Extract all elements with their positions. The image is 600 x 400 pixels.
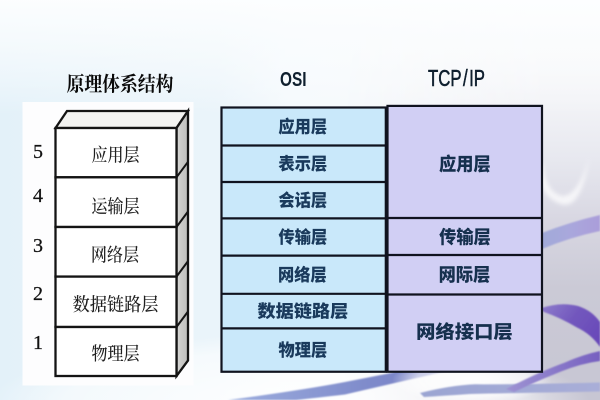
svg-text:OSI: OSI (280, 68, 306, 91)
svg-text:1: 1 (33, 332, 43, 354)
svg-text:TCP/IP: TCP/IP (428, 67, 485, 92)
svg-text:2: 2 (33, 283, 43, 305)
svg-text:4: 4 (33, 185, 43, 207)
svg-text:5: 5 (33, 141, 43, 163)
svg-text:3: 3 (33, 235, 43, 257)
